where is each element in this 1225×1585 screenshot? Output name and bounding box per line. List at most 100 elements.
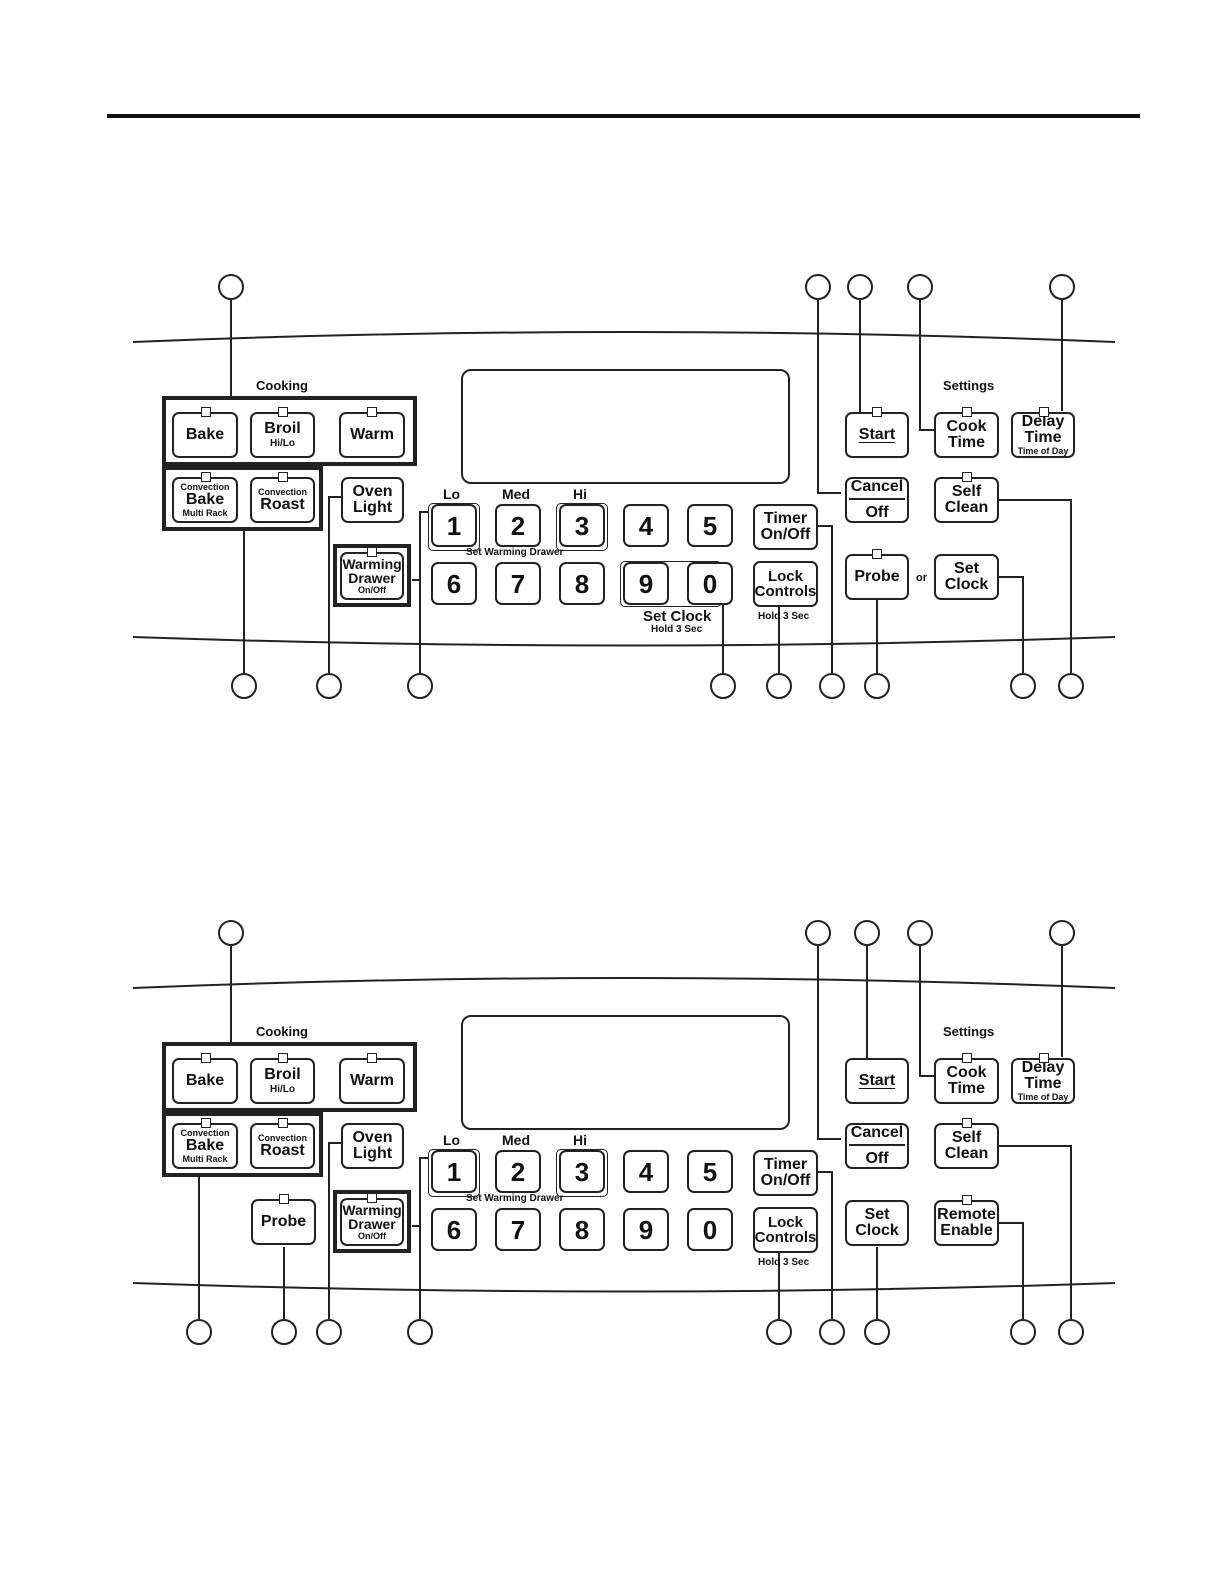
warming-drawer-label-1: Warming [342,556,402,572]
bake-label: Bake [185,426,225,443]
digit-9-button[interactable]: 9 [623,562,669,605]
callout-circle [1058,1319,1084,1345]
probe-button[interactable]: Probe [251,1199,316,1245]
digit-2-button[interactable]: 2 [495,1150,541,1193]
digit-5-button[interactable]: 5 [687,504,733,547]
broil-indicator-led [278,1053,288,1063]
lock-label-1: Lock [767,1214,803,1231]
callout-circle [805,274,831,300]
remote-label-1: Remote [937,1206,996,1223]
broil-label: Broil [264,420,301,437]
delay-sublabel: Time of Day [1017,446,1069,456]
set-clock-label-2: Clock [944,576,989,593]
warm-button[interactable]: Warm [339,412,405,458]
digit-7-button[interactable]: 7 [495,562,541,605]
warming-drawer-label-2: Drawer [348,570,396,586]
digit-3-button[interactable]: 3 [559,1150,605,1193]
warm-button[interactable]: Warm [339,1058,405,1104]
set-clock-label-2: Clock [855,1222,899,1239]
set-warming-drawer-label: Set Warming Drawer [466,547,564,558]
callout-circle [819,1319,845,1345]
digit-1-button[interactable]: 1 [431,1150,477,1193]
convection-roast-label: Roast [260,496,305,513]
digit-0-button[interactable]: 0 [687,1208,733,1251]
timer-label-2: On/Off [760,1172,811,1189]
digit-8-button[interactable]: 8 [559,1208,605,1251]
set-clock-label-1: Set [954,560,979,577]
hi-label: Hi [573,486,587,502]
digit-2-button[interactable]: 2 [495,504,541,547]
self-clean-indicator-led [962,472,972,482]
start-label: Start [858,1072,896,1089]
digit-4-button[interactable]: 4 [623,1150,669,1193]
digit-1-button[interactable]: 1 [431,504,477,547]
digit-0-button[interactable]: 0 [687,562,733,605]
cook-time-indicator-led [962,407,972,417]
cancel-label: Cancel [848,1125,906,1146]
callout-circle [854,920,880,946]
digit-8-button[interactable]: 8 [559,562,605,605]
digit-3-button[interactable]: 3 [559,504,605,547]
cooking-label: Cooking [256,1024,308,1039]
digit-7-button[interactable]: 7 [495,1208,541,1251]
probe-label: Probe [260,1213,307,1230]
off-label: Off [865,504,889,521]
warm-label: Warm [350,1072,394,1089]
digit-4-button[interactable]: 4 [623,504,669,547]
digit-9-button[interactable]: 9 [623,1208,669,1251]
start-button[interactable]: Start [845,1058,909,1104]
convection-bake-label: Bake [185,1137,225,1154]
warm-indicator-led [367,407,377,417]
callout-circle [231,673,257,699]
set-clock-label-1: Set [864,1206,890,1223]
probe-button[interactable]: Probe [845,554,909,600]
callout-circle [710,673,736,699]
start-button[interactable]: Start [845,412,909,458]
bake-label: Bake [185,1072,225,1089]
digit-5-button[interactable]: 5 [687,1150,733,1193]
warming-drawer-label-2: Drawer [348,1216,396,1232]
callout-circle [186,1319,212,1345]
digit-6-button[interactable]: 6 [431,562,477,605]
bake-button[interactable]: Bake [172,1058,238,1104]
convection-roast-indicator-led [278,1118,288,1128]
cooking-label: Cooking [256,378,308,393]
convection-bake-sublabel: Multi Rack [182,1154,228,1164]
timer-label-2: On/Off [760,526,811,543]
med-label: Med [502,1132,530,1148]
cook-time-indicator-led [962,1053,972,1063]
remote-label-2: Enable [940,1222,993,1239]
self-clean-label-1: Self [951,1129,982,1146]
digit-6-button[interactable]: 6 [431,1208,477,1251]
oven-light-label-2: Light [352,499,393,516]
bake-button[interactable]: Bake [172,412,238,458]
callout-circle [218,920,244,946]
